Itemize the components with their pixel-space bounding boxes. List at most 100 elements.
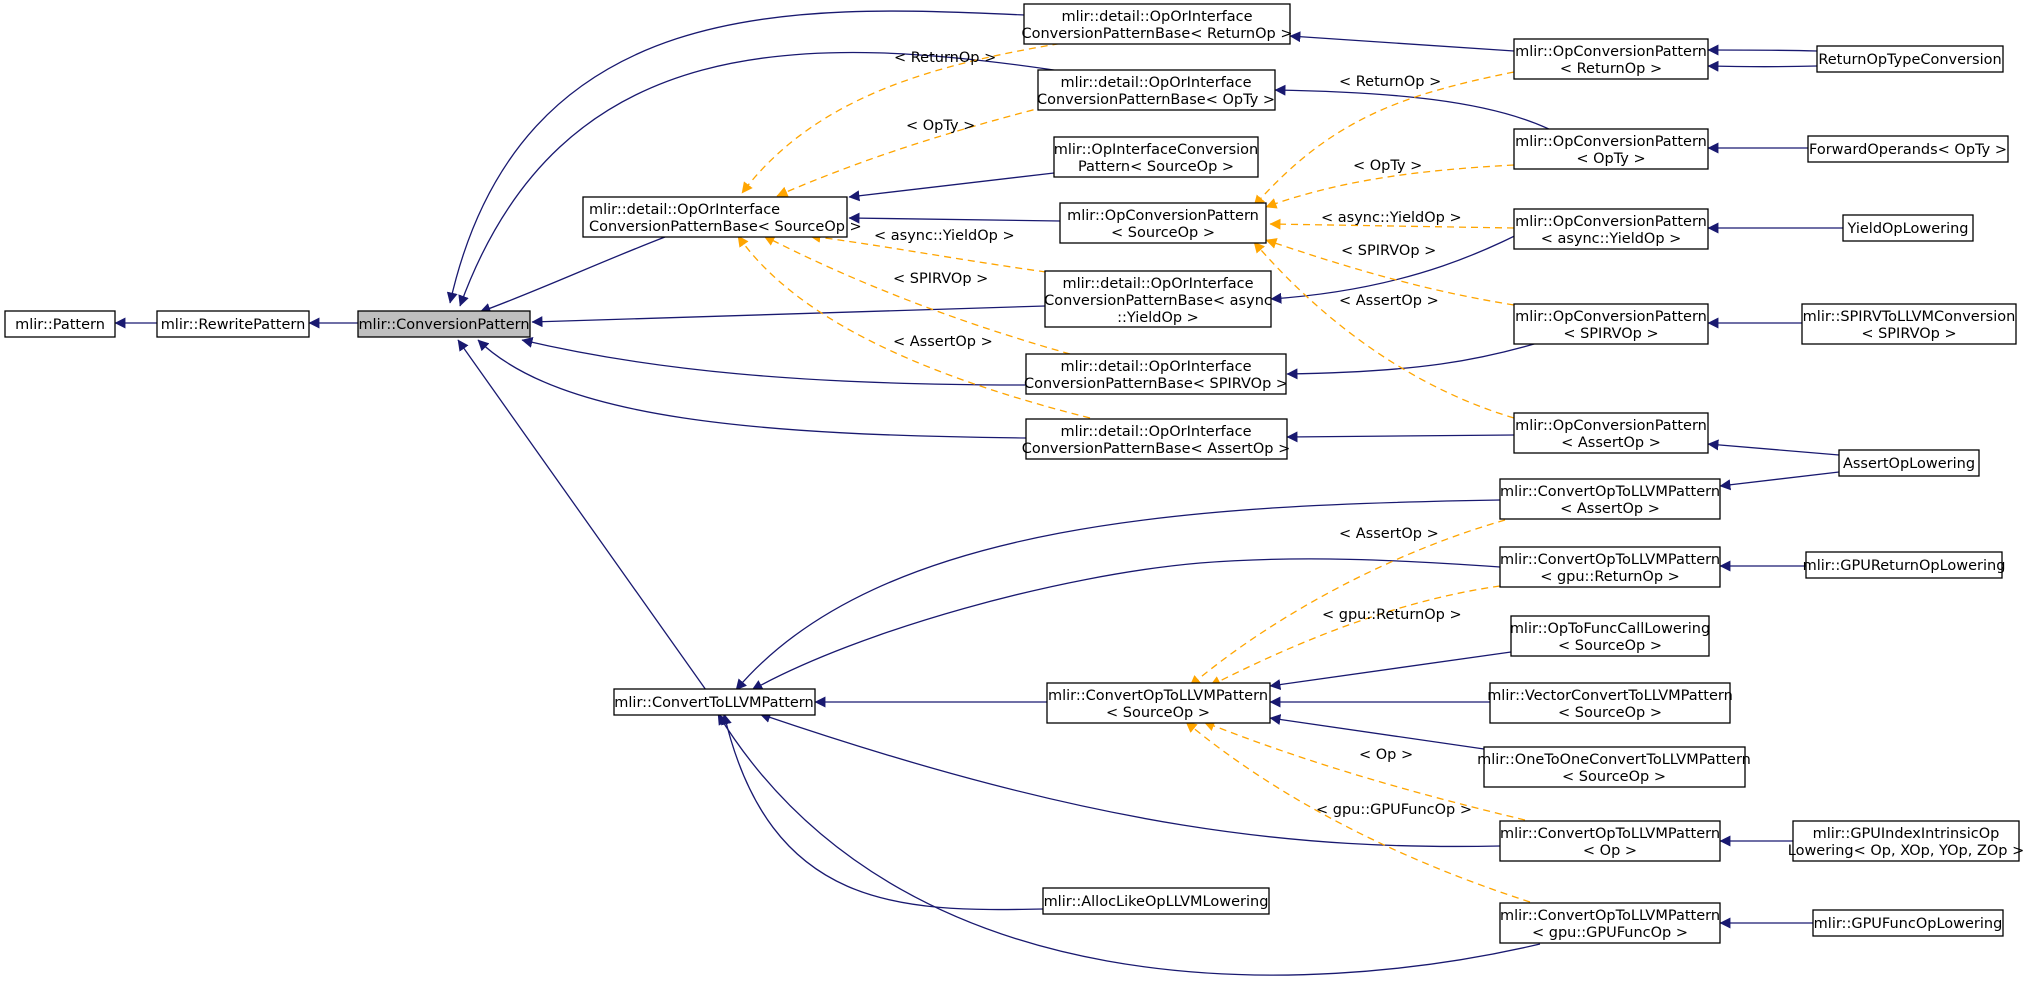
edge-label-spirvop-base: < SPIRVOp > — [893, 271, 988, 287]
node-rewrite-pattern[interactable]: mlir::RewritePattern — [156, 310, 310, 338]
node-base-assertop[interactable]: mlir::detail::OpOrInterface ConversionPa… — [1022, 418, 1291, 460]
node-opinterface-conv-line-1: mlir::OpInterfaceConversion — [1054, 142, 1259, 158]
tedge-base-yieldop — [809, 231, 1047, 273]
edge-ocp-sourceop-to-base-sourceop — [848, 212, 1061, 224]
node-ocp-opty-line-1: mlir::OpConversionPattern — [1515, 134, 1707, 150]
edge-coll-op-to-convert-to-llvm — [759, 712, 1501, 848]
node-gpu-index-intrinsic[interactable]: mlir::GPUIndexIntrinsicOp Lowering< Op, … — [1788, 820, 2025, 862]
node-yield-op-lowering-line-1: YieldOpLowering — [1847, 221, 1969, 237]
node-ocp-opty[interactable]: mlir::OpConversionPattern < OpTy > — [1513, 128, 1709, 170]
node-ocp-spirvop[interactable]: mlir::OpConversionPattern < SPIRVOp > — [1513, 303, 1709, 345]
edge-labels: < ReturnOp > < OpTy > < async::YieldOp >… — [874, 50, 1472, 818]
tedge-ocp-assertop — [1253, 241, 1515, 419]
edge-assert-lowering-to-ocp-assertop — [1707, 439, 1840, 456]
node-spirv-to-llvm[interactable]: mlir::SPIRVToLLVMConversion < SPIRVOp > — [1801, 303, 2017, 345]
node-convert-to-llvm-line-1: mlir::ConvertToLLVMPattern — [614, 695, 813, 711]
edge-opinterface-conv-to-base-sourceop — [848, 172, 1055, 202]
node-gpu-index-intrinsic-line-2: Lowering< Op, XOp, YOp, ZOp > — [1788, 843, 2025, 859]
tedge-coll-gpufunc — [1185, 721, 1531, 903]
edge-label-assertop-ocp: < AssertOp > — [1339, 293, 1439, 309]
node-opinterface-conv-line-2: Pattern< SourceOp > — [1078, 159, 1234, 175]
node-base-returnop[interactable]: mlir::detail::OpOrInterface ConversionPa… — [1021, 3, 1293, 45]
node-base-opty[interactable]: mlir::detail::OpOrInterface ConversionPa… — [1037, 69, 1276, 111]
edge-label-returnop-ocp: < ReturnOp > — [1339, 74, 1441, 90]
edge-ocp-spirvop-to-base-spirvop — [1286, 341, 1542, 380]
node-coll-op[interactable]: mlir::ConvertOpToLLVMPattern < Op > — [1499, 820, 1721, 862]
node-op-to-func-call-line-2: < SourceOp > — [1558, 638, 1662, 654]
edge-base-opty-to-conversion — [458, 51, 1081, 307]
edge-convert-to-llvm-to-conversion — [457, 339, 707, 691]
edge-base-assertop-to-conversion — [477, 339, 1027, 439]
node-base-yieldop-line-1: mlir::detail::OpOrInterface — [1062, 276, 1253, 292]
tedge-base-spirvop — [763, 235, 1071, 355]
edge-return-op-type-conv-to-ocp-returnop-a — [1707, 44, 1818, 56]
node-ocp-sourceop[interactable]: mlir::OpConversionPattern < SourceOp > — [1059, 202, 1267, 244]
edge-label-yieldop-base: < async::YieldOp > — [874, 228, 1015, 244]
node-assert-op-lowering[interactable]: AssertOpLowering — [1838, 449, 1980, 477]
node-ocp-assertop-line-2: < AssertOp > — [1561, 435, 1661, 451]
node-ocp-returnop[interactable]: mlir::OpConversionPattern < ReturnOp > — [1513, 38, 1709, 80]
node-ocp-assertop[interactable]: mlir::OpConversionPattern < AssertOp > — [1513, 412, 1709, 454]
node-ocp-yieldop[interactable]: mlir::OpConversionPattern < async::Yield… — [1513, 208, 1709, 250]
node-return-op-type-conv[interactable]: ReturnOpTypeConversion — [1816, 45, 2004, 73]
tedge-base-opty — [776, 97, 1081, 197]
node-vector-convert[interactable]: mlir::VectorConvertToLLVMPattern < Sourc… — [1487, 682, 1733, 724]
node-forward-operands[interactable]: ForwardOperands< OpTy > — [1807, 135, 2009, 163]
inheritance-edges — [114, 10, 1843, 976]
node-gpu-return-lowering-line-1: mlir::GPUReturnOpLowering — [1803, 558, 2006, 574]
node-base-yieldop[interactable]: mlir::detail::OpOrInterface ConversionPa… — [1044, 270, 1272, 328]
node-pattern-line-1: mlir::Pattern — [15, 317, 105, 333]
node-opinterface-conv[interactable]: mlir::OpInterfaceConversion Pattern< Sou… — [1053, 136, 1259, 178]
node-spirv-to-llvm-line-2: < SPIRVOp > — [1861, 326, 1956, 342]
node-return-op-type-conv-line-1: ReturnOpTypeConversion — [1818, 52, 2001, 68]
edge-base-yieldop-to-conversion — [531, 305, 1046, 328]
node-one-to-one[interactable]: mlir::OneToOneConvertToLLVMPattern < Sou… — [1477, 746, 1751, 788]
edge-label-op-coll: < Op > — [1359, 747, 1413, 763]
node-gpu-func-lowering[interactable]: mlir::GPUFuncOpLowering — [1812, 909, 2004, 937]
node-op-to-func-call[interactable]: mlir::OpToFuncCallLowering < SourceOp > — [1510, 615, 1710, 657]
edge-ocp-returnop-to-base-returnop — [1289, 31, 1515, 52]
node-rewrite-pattern-line-1: mlir::RewritePattern — [161, 317, 306, 333]
node-alloc-like[interactable]: mlir::AllocLikeOpLLVMLowering — [1042, 887, 1270, 915]
node-base-spirvop-line-2: ConversionPatternBase< SPIRVOp > — [1024, 376, 1288, 392]
node-convert-to-llvm[interactable]: mlir::ConvertToLLVMPattern — [613, 688, 816, 716]
edge-base-spirvop-to-conversion — [521, 337, 1027, 386]
node-coll-sourceop[interactable]: mlir::ConvertOpToLLVMPattern < SourceOp … — [1046, 682, 1271, 724]
edge-label-spirvop-ocp: < SPIRVOp > — [1341, 243, 1436, 259]
node-ocp-returnop-line-1: mlir::OpConversionPattern — [1515, 44, 1707, 60]
edge-label-assertop-coll: < AssertOp > — [1339, 526, 1439, 542]
node-coll-gpureturn[interactable]: mlir::ConvertOpToLLVMPattern < gpu::Retu… — [1499, 546, 1721, 588]
node-coll-assertop[interactable]: mlir::ConvertOpToLLVMPattern < AssertOp … — [1499, 478, 1721, 520]
node-coll-gpureturn-line-2: < gpu::ReturnOp > — [1540, 569, 1680, 585]
node-vector-convert-line-1: mlir::VectorConvertToLLVMPattern — [1487, 688, 1733, 704]
node-conversion-pattern[interactable]: mlir::ConversionPattern — [357, 310, 531, 338]
edge-ocp-assertop-to-base-assertop — [1286, 431, 1515, 443]
node-gpu-func-lowering-line-1: mlir::GPUFuncOpLowering — [1814, 916, 2003, 932]
tedge-base-returnop — [741, 37, 1096, 194]
node-coll-op-line-2: < Op > — [1583, 843, 1637, 859]
edge-coll-gpureturn-to-convert-to-llvm — [751, 558, 1501, 691]
edge-coll-gpufunc-to-convert-to-llvm — [717, 713, 1541, 976]
node-yield-op-lowering[interactable]: YieldOpLowering — [1842, 214, 1974, 242]
edge-op-to-func-call-to-coll-sourceop — [1269, 651, 1512, 690]
tedge-coll-gpureturn — [1209, 585, 1501, 687]
node-gpu-return-lowering[interactable]: mlir::GPUReturnOpLowering — [1803, 551, 2006, 579]
node-base-yieldop-line-3: ::YieldOp > — [1117, 310, 1199, 326]
node-gpu-index-intrinsic-line-1: mlir::GPUIndexIntrinsicOp — [1813, 826, 2000, 842]
node-coll-sourceop-line-1: mlir::ConvertOpToLLVMPattern — [1048, 688, 1268, 704]
node-coll-gpufunc-line-2: < gpu::GPUFuncOp > — [1532, 925, 1688, 941]
node-coll-op-line-1: mlir::ConvertOpToLLVMPattern — [1500, 826, 1720, 842]
edge-label-opty-base: < OpTy > — [906, 118, 975, 134]
node-base-opty-line-2: ConversionPatternBase< OpTy > — [1037, 92, 1275, 108]
node-base-opty-line-1: mlir::detail::OpOrInterface — [1060, 75, 1251, 91]
node-coll-gpufunc-line-1: mlir::ConvertOpToLLVMPattern — [1500, 908, 1720, 924]
edge-label-opty-ocp: < OpTy > — [1353, 158, 1422, 174]
node-ocp-spirvop-line-2: < SPIRVOp > — [1563, 326, 1658, 342]
node-base-sourceop[interactable]: mlir::detail::OpOrInterface ConversionPa… — [582, 196, 862, 238]
edge-assert-lowering-to-coll-assertop — [1719, 471, 1840, 491]
node-pattern[interactable]: mlir::Pattern — [4, 310, 116, 338]
node-base-spirvop[interactable]: mlir::detail::OpOrInterface ConversionPa… — [1024, 353, 1288, 395]
node-coll-gpufunc[interactable]: mlir::ConvertOpToLLVMPattern < gpu::GPUF… — [1499, 902, 1721, 944]
node-vector-convert-line-2: < SourceOp > — [1558, 705, 1662, 721]
